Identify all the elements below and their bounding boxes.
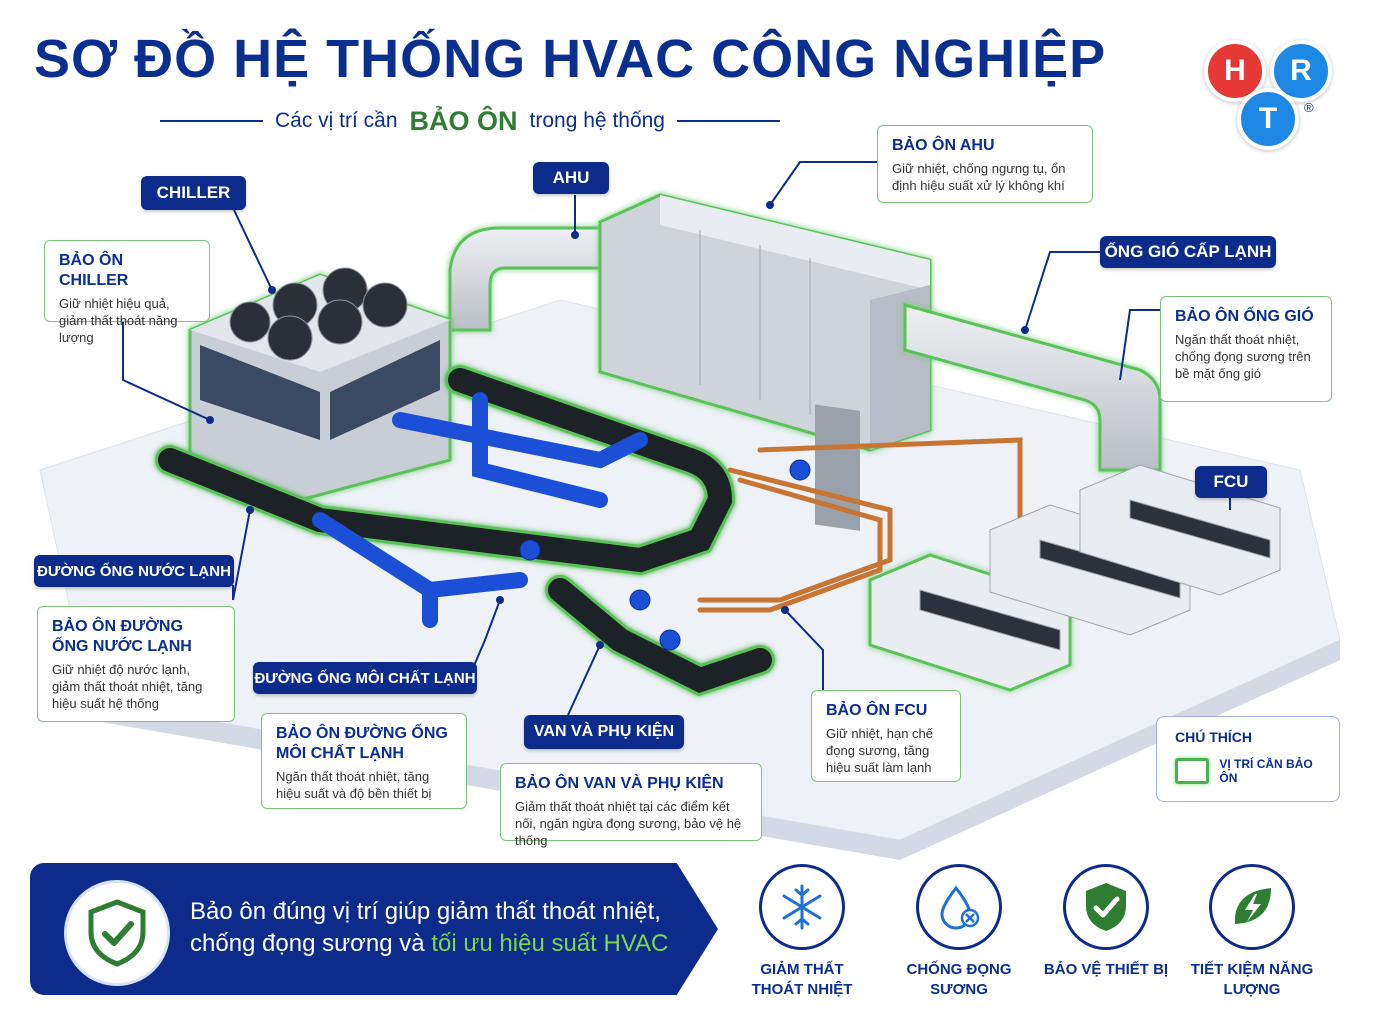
subtitle: Các vị trí cần BẢO ÔN trong hệ thống <box>160 104 780 138</box>
callout-chiller: BẢO ÔN CHILLER Giữ nhiệt hiệu quả, giảm … <box>44 240 210 345</box>
feature-condensation-label: CHỐNG ĐỌNG SƯƠNG <box>906 961 1012 998</box>
callout-ahu-text: Giữ nhiệt, chống ngưng tụ, ổn định hiệu … <box>892 161 1066 193</box>
callout-duct-heading: BẢO ÔN ỐNG GIÓ <box>1175 308 1314 325</box>
hrt-logo: H R T ® <box>1200 26 1340 150</box>
callout-ahu-heading: BẢO ÔN AHU <box>892 137 995 154</box>
banner-line2-text: chống đọng sương và <box>190 930 432 957</box>
label-chilled-water-pipe: ĐƯỜNG ỐNG NƯỚC LẠNH <box>34 555 234 587</box>
shield-check-icon <box>1063 864 1149 950</box>
chilled-water-insulated-pipes <box>155 365 775 697</box>
feature-heat-loss: GIẢM THẤT THOÁT NHIỆT <box>737 864 867 1000</box>
lightning-leaf-icon <box>1209 864 1295 950</box>
callout-refrigerant: BẢO ÔN ĐƯỜNG ỐNG MÔI CHẤT LẠNH Ngăn thất… <box>261 713 467 809</box>
callout-chiller-text: Giữ nhiệt hiệu quả, giảm thất thoát năng… <box>59 296 178 345</box>
banner-text: Bảo ôn đúng vị trí giúp giảm thất thoát … <box>190 896 700 960</box>
label-ahu: AHU <box>533 162 609 194</box>
label-fcu: FCU <box>1195 466 1267 498</box>
banner-line1: Bảo ôn đúng vị trí giúp giảm thất thoát … <box>190 898 661 925</box>
chiller-unit <box>188 267 452 502</box>
leader-dots <box>206 201 1029 649</box>
label-chiller: CHILLER <box>141 176 246 210</box>
logo-registered: ® <box>1304 100 1314 115</box>
feature-energy-label: TIẾT KIỆM NĂNG LƯỢNG <box>1190 961 1314 998</box>
callout-valves: BẢO ÔN VAN VÀ PHỤ KIỆN Giảm thất thoát n… <box>500 763 762 848</box>
subtitle-before: Các vị trí cần <box>275 109 398 132</box>
banner-line2: chống đọng sương và tối ưu hiệu suất HVA… <box>190 928 700 960</box>
subtitle-rule-right <box>677 120 780 122</box>
legend: CHÚ THÍCH VỊ TRÍ CẦN BẢO ÔN <box>1156 716 1340 802</box>
subtitle-rule-left <box>160 120 263 122</box>
banner-shield-icon <box>64 880 170 986</box>
water-drop-icon <box>916 864 1002 950</box>
callout-valves-text: Giảm thất thoát nhiệt tại các điểm kết n… <box>515 799 742 848</box>
callout-fcu-text: Giữ nhiệt, hạn chế đọng sương, tăng hiệu… <box>826 726 933 775</box>
callout-duct-text: Ngăn thất thoát nhiệt, chống đọng sương … <box>1175 332 1311 381</box>
label-valves: VAN VÀ PHỤ KIỆN <box>524 715 684 749</box>
legend-item-label: VỊ TRÍ CẦN BẢO ÔN <box>1219 757 1313 785</box>
legend-swatch <box>1175 758 1210 784</box>
refrigerant-copper-pipes <box>697 437 1023 613</box>
callout-refrigerant-heading: BẢO ÔN ĐƯỜNG ỐNG MÔI CHẤT LẠNH <box>276 725 448 762</box>
supply-duct <box>903 303 1162 472</box>
logo-letter-t: T <box>1237 88 1299 150</box>
callout-valves-heading: BẢO ÔN VAN VÀ PHỤ KIỆN <box>515 775 724 792</box>
legend-heading: CHÚ THÍCH <box>1175 729 1252 745</box>
callout-chilled-water-heading: BẢO ÔN ĐƯỜNG ỐNG NƯỚC LẠNH <box>52 618 192 655</box>
callout-fcu: BẢO ÔN FCU Giữ nhiệt, hạn chế đọng sương… <box>811 690 961 782</box>
label-refrigerant-pipe: ĐƯỜNG ỐNG MÔI CHẤT LẠNH <box>253 662 477 694</box>
valves <box>519 459 811 651</box>
banner-highlight: tối ưu hiệu suất HVAC <box>431 930 669 957</box>
callout-fcu-heading: BẢO ÔN FCU <box>826 702 928 719</box>
feature-protect: BẢO VỆ THIẾT BỊ <box>1041 864 1171 980</box>
callout-duct: BẢO ÔN ỐNG GIÓ Ngăn thất thoát nhiệt, ch… <box>1160 296 1332 402</box>
callout-refrigerant-text: Ngăn thất thoát nhiệt, tăng hiệu suất và… <box>276 769 432 801</box>
snowflake-icon <box>759 864 845 950</box>
chiller-fans <box>229 267 408 361</box>
callout-chilled-water: BẢO ÔN ĐƯỜNG ỐNG NƯỚC LẠNH Giữ nhiệt độ … <box>37 606 235 722</box>
callout-ahu: BẢO ÔN AHU Giữ nhiệt, chống ngưng tụ, ổn… <box>877 125 1093 203</box>
feature-condensation: CHỐNG ĐỌNG SƯƠNG <box>894 864 1024 1000</box>
label-supply-duct: ỐNG GIÓ CẤP LẠNH <box>1100 236 1276 268</box>
blue-water-pipes <box>312 392 648 628</box>
subtitle-highlight: BẢO ÔN <box>409 105 518 136</box>
feature-heat-loss-label: GIẢM THẤT THOÁT NHIỆT <box>751 961 853 998</box>
callout-chilled-water-text: Giữ nhiệt độ nước lạnh, giảm thất thoát … <box>52 662 203 711</box>
subtitle-after: trong hệ thống <box>529 109 665 132</box>
callout-chiller-heading: BẢO ÔN CHILLER <box>59 252 129 289</box>
page-title: SƠ ĐỒ HỆ THỐNG HVAC CÔNG NGHIỆP <box>34 29 1107 89</box>
feature-protect-label: BẢO VỆ THIẾT BỊ <box>1043 961 1169 978</box>
feature-energy: TIẾT KIỆM NĂNG LƯỢNG <box>1187 864 1317 1000</box>
